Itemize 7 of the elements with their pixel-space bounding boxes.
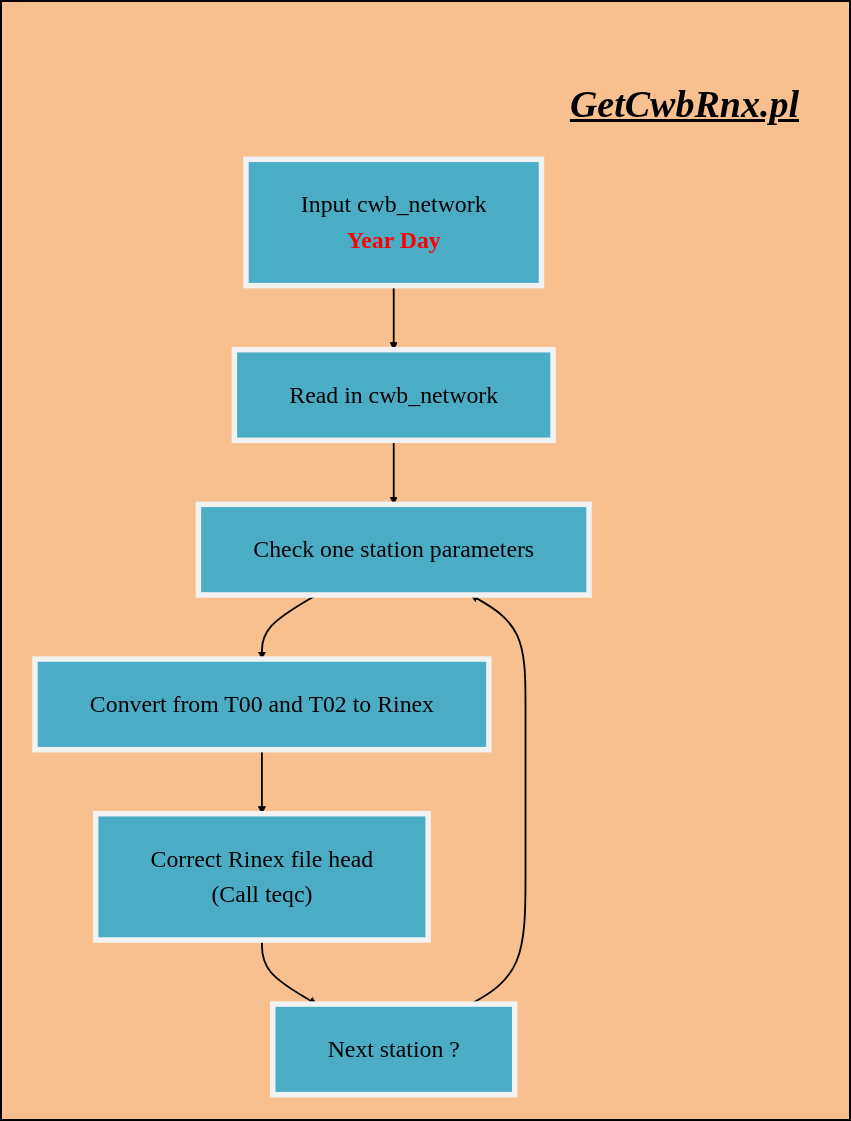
node-box: Correct Rinex file head (Call teqc) — [92, 810, 431, 943]
node-box: Next station ? — [269, 1001, 518, 1098]
node-box: Input cwb_network Year Day — [243, 156, 545, 289]
node-box: Check one station parameters — [195, 501, 592, 598]
node-box: Read in cwb_network — [231, 346, 556, 444]
title: GetCwbRnx.pl — [569, 82, 799, 126]
node-box: Convert from T00 and T02 to Rinex — [32, 656, 492, 753]
